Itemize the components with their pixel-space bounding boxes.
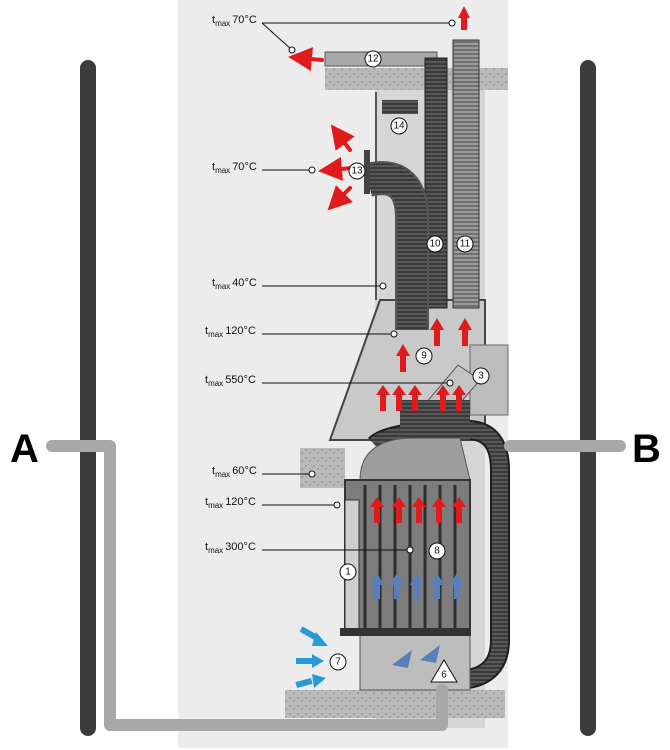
marker-11: 11 bbox=[456, 235, 474, 253]
hot-arrow bbox=[458, 318, 472, 346]
shelf-slab bbox=[300, 448, 345, 488]
hot-arrow bbox=[430, 318, 444, 346]
svg-text:3: 3 bbox=[478, 371, 484, 382]
flue-pipe-11 bbox=[452, 39, 480, 309]
leader-dots bbox=[288, 19, 456, 554]
marker-10: 10 bbox=[426, 235, 444, 253]
hot-arrow bbox=[370, 497, 384, 523]
inner-cold-arrows bbox=[370, 573, 464, 668]
cold-air-arrows bbox=[295, 626, 328, 688]
marker-1: 1 bbox=[339, 563, 357, 581]
left-wall bbox=[80, 60, 96, 736]
section-label-a: A bbox=[10, 427, 39, 471]
svg-text:10: 10 bbox=[429, 239, 441, 250]
hot-arrow bbox=[396, 344, 410, 372]
svg-text:13: 13 bbox=[351, 166, 363, 177]
cold-arrow bbox=[392, 650, 412, 668]
section-line bbox=[46, 440, 448, 731]
spigot-3 bbox=[469, 344, 509, 416]
hot-air-outflow-arrows bbox=[288, 47, 355, 211]
hot-arrow bbox=[392, 497, 406, 523]
hot-arrow bbox=[436, 385, 450, 411]
svg-text:11: 11 bbox=[460, 239, 471, 250]
marker-6: 6 bbox=[430, 659, 458, 683]
marker-14: 14 bbox=[390, 117, 408, 135]
marker-12: 12 bbox=[364, 50, 382, 68]
cold-arrow bbox=[299, 626, 328, 646]
outlet-13-plate bbox=[364, 150, 370, 194]
marker-3: 3 bbox=[472, 367, 490, 385]
hot-arrow bbox=[376, 385, 390, 411]
svg-text:1: 1 bbox=[345, 567, 351, 578]
leader-lines bbox=[261, 22, 452, 551]
svg-text:6: 6 bbox=[441, 670, 447, 681]
hot-arrow bbox=[412, 497, 426, 523]
cold-arrow bbox=[295, 674, 326, 688]
ceiling-slab bbox=[325, 68, 508, 90]
cold-arrow bbox=[410, 573, 424, 599]
cold-arrow bbox=[390, 573, 404, 599]
flexible-hose-13-inner bbox=[364, 163, 427, 330]
marker-9: 9 bbox=[415, 347, 433, 365]
part-markers: 1 3 6 7 8 9 10 11 12 13 14 bbox=[329, 50, 490, 683]
cold-arrow bbox=[370, 573, 384, 599]
cold-arrow bbox=[296, 654, 324, 668]
floor-slab bbox=[285, 690, 505, 718]
hot-arrow bbox=[392, 385, 406, 411]
right-wall bbox=[580, 60, 596, 736]
cold-arrow bbox=[450, 573, 464, 599]
cold-arrow bbox=[420, 645, 440, 663]
hot-arrow bbox=[458, 6, 470, 30]
svg-text:8: 8 bbox=[434, 546, 440, 557]
svg-text:7: 7 bbox=[335, 657, 341, 668]
hot-arrow bbox=[452, 385, 466, 411]
svg-text:12: 12 bbox=[367, 54, 379, 65]
marker-8: 8 bbox=[428, 542, 446, 560]
hot-air-arrows bbox=[370, 6, 472, 523]
cold-arrow bbox=[430, 573, 444, 599]
marker-7: 7 bbox=[329, 653, 347, 671]
svg-text:14: 14 bbox=[393, 121, 405, 132]
hot-arrow bbox=[432, 497, 446, 523]
ash-grate bbox=[340, 628, 470, 636]
marker-13: 13 bbox=[348, 162, 366, 180]
section-label-b: B bbox=[632, 427, 661, 471]
hot-arrow bbox=[408, 385, 422, 411]
stove-fins bbox=[363, 485, 457, 630]
ventilation-grille bbox=[382, 100, 418, 114]
hot-arrow bbox=[452, 497, 466, 523]
svg-text:9: 9 bbox=[421, 351, 427, 362]
transition bbox=[359, 437, 471, 481]
